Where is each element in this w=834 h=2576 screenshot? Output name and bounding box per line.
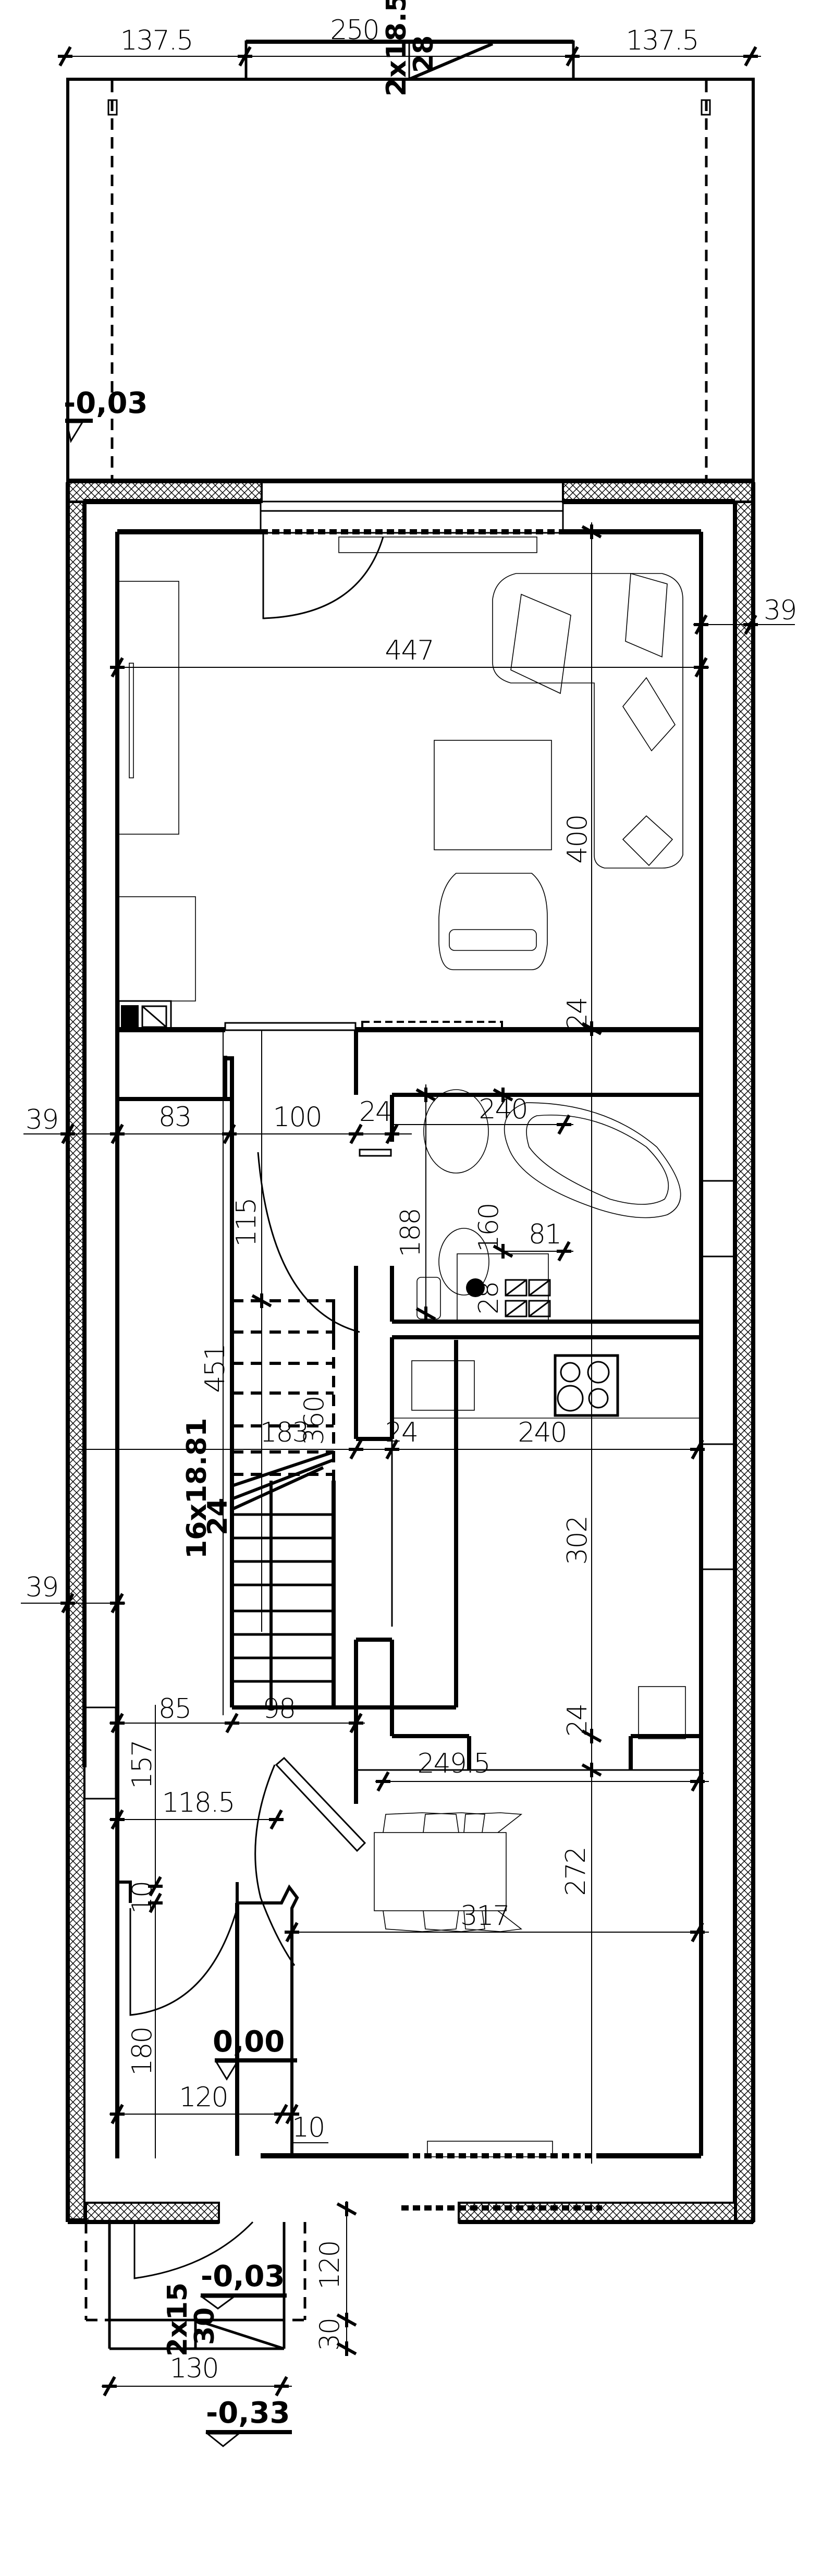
porch-step-tread: 30: [189, 2308, 220, 2345]
svg-text:0,00: 0,00: [213, 2025, 285, 2059]
dim-kitchen-depth: 302: [562, 1516, 593, 1565]
porch-step-spec: 2x15: [162, 2282, 193, 2357]
dim-hall-lower-width: 118.5: [162, 1787, 235, 1818]
svg-text:-0,03: -0,03: [201, 2260, 285, 2293]
cushion: [625, 572, 668, 658]
dim-living-wall-right: 39: [764, 595, 796, 626]
dim-terrace-right: 137.5: [626, 25, 698, 56]
entry-door-arc: [129, 1908, 238, 2016]
cushion: [622, 815, 673, 866]
dim-terrace-center: 250: [330, 15, 378, 46]
dim-kitchen-wall: 24: [385, 1417, 418, 1448]
toilet: [438, 1228, 489, 1296]
tv: [129, 663, 134, 778]
dim-hall-d2: 100: [273, 1102, 321, 1133]
level-marker-terrace: -0,03: [64, 386, 148, 443]
dim-kitchen-wall-bottom: 24: [562, 1704, 593, 1737]
dim-porch-depth: 120: [314, 2241, 346, 2289]
stove-icon: [121, 1005, 139, 1027]
dim-hall-d3: 24: [359, 1096, 391, 1128]
side-unit: [118, 896, 196, 1002]
dining-table: [374, 1832, 507, 1911]
coffee-table: [434, 740, 552, 850]
bathroom: 240 188 160 81 28: [394, 1084, 736, 1322]
dim-hall-wall-left: 39: [26, 1104, 58, 1136]
svg-text:-0,03: -0,03: [64, 386, 148, 420]
dim-living-wall: 24: [562, 998, 593, 1030]
svg-text:-0,33: -0,33: [206, 2396, 290, 2430]
kitchen-window: [700, 1443, 736, 1570]
dim-terrace-left: 137.5: [120, 25, 193, 56]
level-marker-porch: -0,03: [200, 2260, 287, 2310]
dim-hall-lower-d1: 85: [158, 1693, 191, 1725]
tv-cabinet: [118, 581, 179, 835]
level-marker-ground: -0,33: [205, 2396, 292, 2447]
cushion: [622, 677, 676, 752]
exterior-walls: [66, 479, 755, 2224]
terrace-door: [260, 500, 564, 619]
stair-spec: 16x18.81: [181, 1418, 213, 1559]
dim-stair-wall-left: 39: [26, 1572, 58, 1603]
dim-stair-hall-length: 360: [299, 1396, 330, 1445]
sofa: [492, 573, 683, 869]
porch: -0,03 120 30 2x15 30 130 -0,33: [84, 2201, 356, 2447]
dim-stair-length: 451: [200, 1344, 231, 1393]
dim-bath-depth-left: 188: [395, 1208, 426, 1257]
fridge: [638, 1686, 686, 1739]
dim-hall-lower-depth: 157: [127, 1740, 158, 1789]
dim-bath-wall: 28: [473, 1282, 505, 1314]
kitchen: 183 24 240 302 24: [78, 1354, 736, 1777]
dim-porch-width: 130: [169, 2353, 218, 2384]
dim-dining-width-top: 249.5: [418, 1748, 490, 1779]
dim-bath-depth-right: 160: [473, 1203, 505, 1252]
living-room: 447 400 24 39: [110, 522, 797, 2164]
entrance: 180 0,00 120 10: [109, 1903, 328, 2158]
dim-entrance-wall: 10: [292, 2112, 324, 2143]
dim-entrance-depth: 180: [127, 2027, 158, 2076]
dining: 249.5 272 317: [285, 1748, 709, 2157]
dim-entrance-width: 120: [179, 2082, 227, 2113]
dim-kitchen-hall-width: 183: [260, 1417, 308, 1448]
kitchen-sink: [411, 1360, 475, 1411]
dim-bath-window-side: 81: [529, 1219, 561, 1250]
hob: [554, 1354, 619, 1417]
sink: [423, 1089, 489, 1174]
dim-dining-depth: 272: [560, 1847, 592, 1896]
kitchen-door-leaf: [275, 1756, 366, 1852]
porch-door-arc: [133, 2221, 254, 2279]
drain-icon: [466, 1278, 485, 1297]
cushion: [510, 593, 571, 694]
terrace: 137.5 250 137.5 2x18.5 28 -0,03: [58, 0, 761, 483]
stair-tread: 24: [202, 1498, 234, 1535]
armchair: [438, 873, 548, 970]
dim-living-width: 447: [385, 635, 433, 666]
interior-walls: [83, 1021, 701, 1804]
dim-dining-width-bottom: 317: [460, 1900, 509, 1932]
dim-door-height: 115: [231, 1198, 262, 1247]
stairs: 451 360 16x18.81 24 39: [21, 1030, 336, 1715]
hall-dims: 39 83 100 24 115: [23, 1030, 412, 1632]
bathroom-door-arc: [257, 1152, 360, 1333]
terrace-step-spec: 2x18.5: [381, 0, 412, 96]
dim-hall-lower-d2: 98: [263, 1693, 295, 1725]
terrace-step-tread: 28: [408, 35, 439, 73]
utility-boxes: [505, 1279, 551, 1317]
radiator: [427, 2141, 553, 2157]
door-swing-arc: [262, 532, 384, 619]
toilet-tank: [416, 1277, 441, 1320]
bathtub: [504, 1102, 681, 1218]
dim-living-depth: 400: [562, 815, 593, 863]
dim-kitchen-width: 240: [518, 1417, 566, 1448]
dining-chairs: [383, 1812, 523, 1932]
level-marker-entrance: 0,00: [213, 2025, 297, 2081]
hallway-lower: 85 98 157 118.5 10: [109, 1693, 366, 2156]
dim-porch-step: 30: [314, 2318, 346, 2351]
dim-hall-d1: 83: [158, 1102, 191, 1133]
bathroom-window: [700, 1180, 736, 1258]
